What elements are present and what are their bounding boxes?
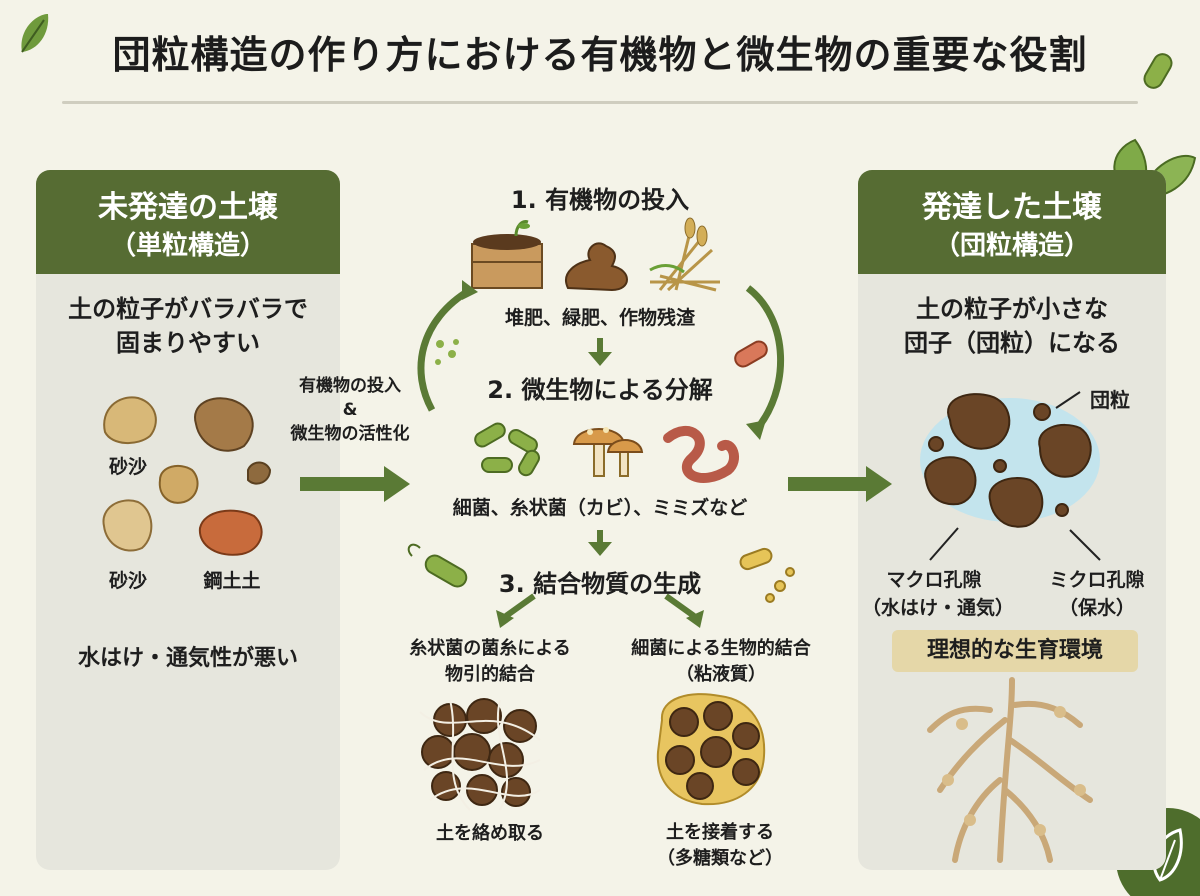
macro-pore-title: マクロ孔隙 — [886, 569, 982, 591]
description-line: 団子（団粒）になる — [904, 329, 1120, 357]
particle-label: 砂沙 — [108, 456, 147, 478]
aggregate-pointer — [1055, 391, 1081, 409]
mucilage-aggregate-icon — [656, 693, 766, 806]
transition-line: & — [342, 400, 358, 420]
step2-title: 2. 微生物による分解 — [487, 376, 713, 404]
transition-line: 微生物の活性化 — [290, 424, 410, 444]
hyphae-binding-caption: 土を絡め取る — [436, 823, 544, 844]
particle-label: 鋼土土 — [203, 570, 261, 592]
description-line: 土の粒子が小さな — [916, 295, 1108, 323]
bacterial-caption-line: 土を接着する — [666, 822, 774, 843]
developed-soil-subheading: （団粒構造） — [933, 231, 1090, 261]
spores-decoration — [435, 339, 459, 365]
micro-pore-label: ミクロ孔隙 （保水） — [1030, 566, 1164, 622]
step3-title: 3. 結合物質の生成 — [498, 570, 702, 598]
aggregates — [924, 393, 1092, 528]
step1-title: 1. 有機物の投入 — [510, 186, 690, 214]
sand-particle — [158, 464, 199, 504]
hyphae-title-line: 物引的結合 — [445, 664, 535, 685]
micro-pore-sub: （保水） — [1058, 597, 1135, 619]
micro-pore-title: ミクロ孔隙 — [1049, 569, 1145, 591]
bacterial-title-line: 細菌による生物的結合 — [631, 638, 811, 659]
description-line: 固まりやすい — [116, 329, 260, 357]
bacterium-icon — [734, 340, 768, 368]
developed-soil-description: 土の粒子が小さな 団子（団粒）になる — [858, 292, 1166, 360]
bacteria-icon — [474, 422, 540, 477]
macro-pore-label: マクロ孔隙 （水はけ・通気） — [862, 566, 1015, 622]
mushroom-icon — [572, 427, 644, 477]
clay-particle — [198, 509, 263, 556]
title-divider — [62, 101, 1138, 104]
transition-line: 有機物の投入 — [299, 376, 401, 396]
earthworm-icon — [663, 425, 739, 483]
undeveloped-soil-header: 未発達の土壌 （単粒構造） — [36, 170, 340, 274]
description-line: 土の粒子がバラバラで — [68, 295, 308, 323]
sand-particle — [102, 499, 153, 552]
bacterial-caption-line: （多糖類など） — [657, 848, 783, 869]
micro-pointer — [1069, 529, 1101, 561]
undeveloped-soil-panel — [36, 170, 340, 870]
hyphae-aggregate-icon — [419, 698, 541, 811]
compost-crate-icon — [471, 220, 543, 289]
undeveloped-soil-subheading: （単粒構造） — [109, 231, 266, 261]
bacterium-icon — [407, 543, 468, 588]
particle-label: 砂沙 — [108, 570, 147, 592]
manure-icon — [565, 242, 628, 292]
undeveloped-soil-problem: 水はけ・通気性が悪い — [77, 646, 298, 671]
ideal-environment-badge: 理想的な生育環境 — [892, 630, 1138, 672]
page-title: 団粒構造の作り方における有機物と微生物の重要な役割 — [112, 33, 1088, 77]
bacteria-cluster-icon — [739, 547, 795, 603]
sand-particle — [103, 396, 157, 444]
developed-soil-heading: 発達した土壌 — [922, 190, 1102, 225]
silt-particle — [194, 397, 254, 452]
transition-label: 有機物の投入 & 微生物の活性化 — [262, 374, 438, 446]
bacterial-title-line: （粘液質） — [676, 664, 766, 685]
macro-pointer — [929, 527, 959, 561]
step2-caption: 細菌、糸状菌（カビ）、ミミズなど — [452, 497, 748, 519]
bacterial-binding-caption: 土を接着する （多糖類など） — [620, 820, 820, 872]
bacterial-binding-title: 細菌による生物的結合 （粘液質） — [596, 636, 846, 688]
bacterium-icon — [1143, 53, 1173, 89]
undeveloped-soil-description: 土の粒子がバラバラで 固まりやすい — [36, 292, 340, 360]
undeveloped-soil-heading: 未発達の土壌 — [98, 190, 278, 225]
leaf-icon — [21, 14, 49, 53]
step1-caption: 堆肥、緑肥、作物残渣 — [504, 307, 695, 329]
crop-residue-icon — [649, 217, 720, 292]
small-particle — [247, 461, 272, 485]
root-nodules — [942, 706, 1086, 836]
hyphae-binding-title: 糸状菌の菌糸による 物引的結合 — [380, 636, 600, 688]
aggregate-label: 団粒 — [1090, 388, 1130, 412]
hyphae-title-line: 糸状菌の菌糸による — [409, 638, 571, 659]
macro-pore-sub: （水はけ・通気） — [862, 597, 1015, 619]
developed-soil-header: 発達した土壌 （団粒構造） — [858, 170, 1166, 274]
